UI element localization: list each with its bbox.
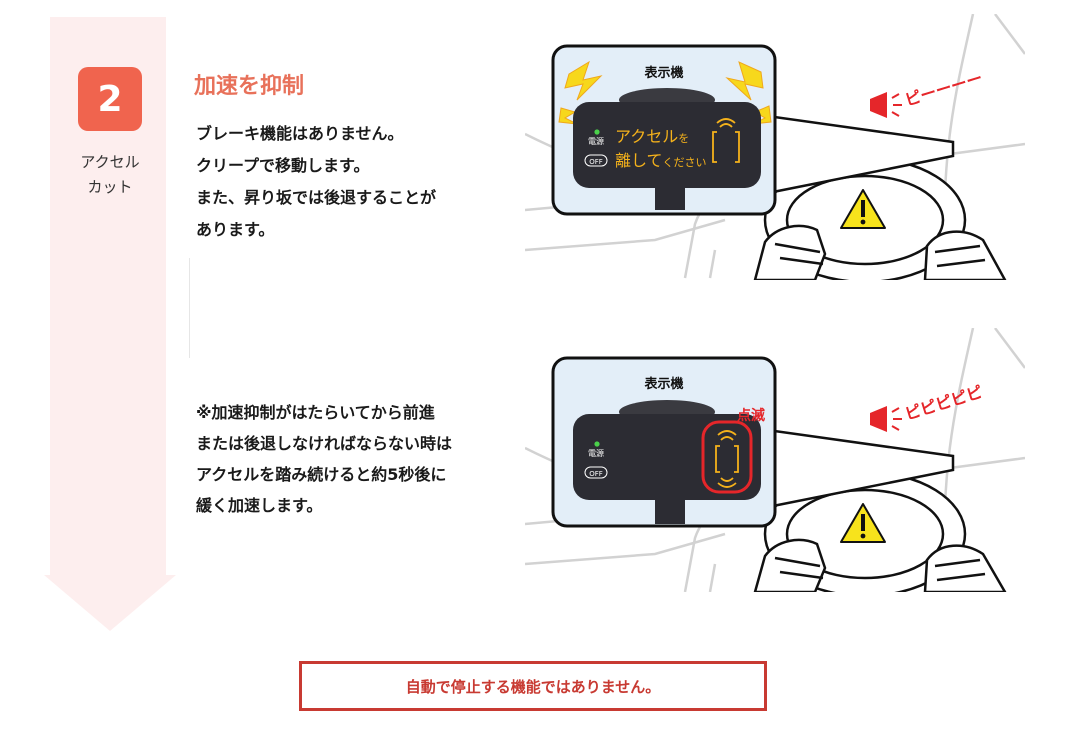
note-line: アクセルを踏み続けると約5秒後に [196, 465, 447, 484]
blink-highlight [701, 420, 753, 494]
alarm-sound-text: ピーーーー [903, 68, 985, 110]
off-label: OFF [589, 470, 603, 478]
notice-box: 自動で停止する機能ではありません。 [299, 661, 767, 711]
divider [189, 258, 190, 358]
note-line: または後退しなければならない時は [196, 434, 453, 453]
off-label: OFF [589, 158, 603, 166]
step-label-line1: アクセル [80, 153, 140, 171]
speaker-icon [870, 92, 887, 118]
description-line: クリープで移動します。 [196, 156, 370, 175]
note-line: 緩く加速します。 [196, 496, 323, 515]
power-label: 電源 [588, 137, 604, 146]
step-arrow-head [44, 575, 176, 631]
display-title: 表示機 [643, 65, 683, 81]
display-title: 表示機 [643, 376, 683, 392]
section-title: 加速を抑制 [194, 74, 305, 99]
step-label-line2: カット [87, 178, 133, 196]
step-number-badge: 2 [78, 67, 142, 131]
note-line: ※加速抑制がはたらいてから前進 [196, 403, 435, 422]
description-line: また、昇り坂では後退することが [196, 188, 437, 207]
alarm-sound-text: ピピピピピ [903, 382, 985, 424]
step-label: アクセル カット [60, 150, 160, 200]
notice-text: 自動で停止する機能ではありません。 [405, 677, 661, 696]
sensor-icon [715, 430, 739, 488]
blink-label: 点滅 [737, 407, 765, 424]
illustration-accelerator-warning: 表示機 電源 OFF アクセルを 離してください ピーーーー [525, 14, 1025, 280]
illustration-sensor-blinking: 表示機 電源 OFF 点滅 ピピピピピ [525, 328, 1025, 592]
speaker-icon [870, 406, 887, 432]
display-message-line2: 離してください [615, 151, 707, 170]
power-label: 電源 [588, 449, 604, 458]
section-description: ブレーキ機能はありません。 クリープで移動します。 また、昇り坂では後退すること… [196, 118, 436, 246]
description-line: ブレーキ機能はありません。 [196, 124, 404, 143]
section-note: ※加速抑制がはたらいてから前進 または後退しなければならない時は アクセルを踏み… [196, 397, 452, 521]
sensor-icon [712, 118, 740, 163]
description-line: あります。 [196, 220, 275, 239]
display-message-line1: アクセルを [615, 127, 689, 146]
